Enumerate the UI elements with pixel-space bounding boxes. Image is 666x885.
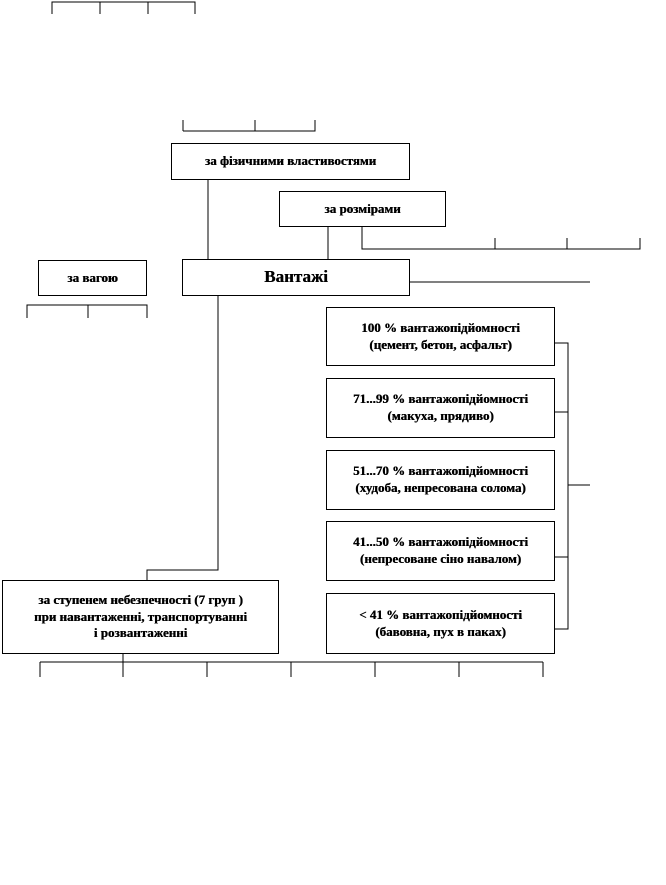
danger-line-1: за ступенем небезпечності (7 груп ) [38, 591, 243, 607]
capacity-box-41-50: 41...50 % вантажопідйомності (непресован… [326, 521, 555, 581]
capacity-percent-label: 41...50 % вантажопідйомності [353, 534, 528, 550]
capacity-box-71-99: 71...99 % вантажопідйомності (макуха, пр… [326, 378, 555, 438]
size-right-bracket [361, 227, 641, 250]
capacity-examples-label: (макуха, прядиво) [387, 408, 494, 423]
weight-bottom-bracket [26, 304, 148, 318]
capacity-examples-label: (бавовна, пух в паках) [375, 623, 506, 639]
danger-line-2: при навантаженні, транспортуванні [33, 608, 248, 624]
danger-bottom-bracket [39, 654, 544, 677]
capacity-percent-label: 71...99 % вантажопідйомності [353, 391, 528, 407]
capacity-percent-label: < 41 % вантажопідйомності [359, 606, 522, 622]
capacity-box-51-70: 51...70 % вантажопідйомності (худоба, не… [326, 450, 555, 510]
cargo-center-box: Вантажі [182, 259, 410, 296]
weight-label: за вагою [67, 269, 118, 285]
capacity-percent-label: 100 % вантажопідйомності [361, 319, 520, 335]
physical-properties-label: за фізичними властивостями [204, 153, 377, 169]
size-label: за розмірами [324, 200, 401, 216]
danger-line-3: і розвантаженні [93, 625, 188, 641]
capacity-examples-label: (непресоване сіно навалом) [359, 551, 522, 566]
cargo-center-label: Вантажі [264, 267, 328, 287]
top-stub-bracket [51, 1, 196, 14]
center-to-danger-line [146, 296, 219, 580]
capacity-examples-label: (худоба, непресована солома) [355, 480, 526, 495]
weight-box: за вагою [38, 260, 147, 296]
capacity-box-under-41: < 41 % вантажопідйомності (бавовна, пух … [326, 593, 555, 654]
physical-top-bracket [182, 120, 316, 132]
capacity-brace [555, 342, 590, 630]
capacity-box-100: 100 % вантажопідйомності (цемент, бетон,… [326, 307, 555, 366]
physical-properties-box: за фізичними властивостями [171, 143, 410, 180]
danger-degree-box: за ступенем небезпечності (7 груп ) при … [2, 580, 279, 654]
capacity-percent-label: 51...70 % вантажопідйомності [353, 463, 528, 479]
size-box: за розмірами [279, 191, 446, 227]
capacity-examples-label: (цемент, бетон, асфальт) [369, 336, 512, 352]
